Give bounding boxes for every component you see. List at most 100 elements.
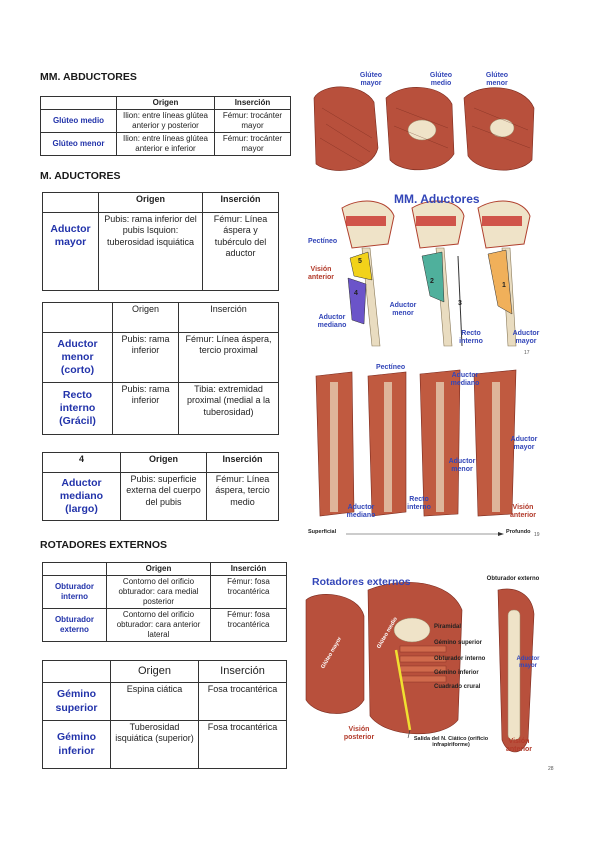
- insertion-cell: Fémur: trocánter mayor: [214, 132, 291, 156]
- label-aductor-mediano-bottom: Aductor mediano: [346, 504, 376, 519]
- row-label: Aductor mediano (largo): [42, 472, 121, 521]
- header-cell: [42, 562, 107, 576]
- row-label: Gémino inferior: [42, 720, 111, 769]
- table-row: Aductor mediano (largo) Pubis: superfici…: [42, 472, 279, 521]
- row-label: Aductor mayor: [42, 212, 99, 291]
- rotator-illustration: [305, 581, 535, 753]
- figure-title: MM. Aductores: [394, 192, 480, 206]
- label-cuadrado-crural: Cuadrado crural: [434, 684, 481, 690]
- table-geminos: Origen Inserción Gémino superior Espina …: [42, 660, 287, 769]
- table-row: Glúteo medio Ilion: entre líneas glútea …: [40, 109, 291, 133]
- row-label: Obturador interno: [42, 575, 107, 609]
- figure-aductores-esquema: MM. Aductores 5 4 2 3 1 Pectíneo Visión …: [302, 186, 546, 360]
- insertion-cell: Fémur: fosa trocantérica: [210, 608, 287, 642]
- table-header-row: Origen Inserción: [42, 660, 287, 683]
- row-label: Obturador externo: [42, 608, 107, 642]
- label-obturador-interno: Obturador interno: [434, 656, 486, 662]
- origin-cell: Pubis: superficie externa del cuerpo del…: [120, 472, 207, 521]
- insertion-cell: Fosa trocantérica: [198, 720, 287, 769]
- header-cell: [40, 96, 117, 110]
- header-cell: Inserción: [210, 562, 287, 576]
- figure-aductores-muslo: Pectíneo Aductor mediano Aductor mayor A…: [302, 362, 546, 542]
- insertion-cell: Fémur: trocánter mayor: [214, 109, 291, 133]
- label-vision-anterior: Visión anterior: [509, 504, 537, 519]
- header-cell: Origen: [98, 192, 203, 213]
- label-aductor-mediano-top: Aductor mediano: [450, 372, 480, 387]
- figure-title: Rotadores externos: [312, 576, 411, 588]
- origin-cell: Ilion: entre líneas glútea anterior e in…: [116, 132, 215, 156]
- origin-cell: Ilion: entre líneas glútea anterior y po…: [116, 109, 215, 133]
- table-row: Gémino superior Espina ciática Fosa troc…: [42, 682, 287, 721]
- label-aductor-mayor: Aductor mayor: [512, 330, 540, 345]
- thigh-illustration: [315, 369, 517, 536]
- page-number: 17: [524, 350, 530, 356]
- table-row: Recto interno (Grácil) Pubis: rama infer…: [42, 382, 279, 435]
- label-gluteo-mayor: Glúteo mayor: [359, 72, 383, 87]
- label-recto-interno: Recto interno: [459, 330, 483, 345]
- label-vision-posterior: Visión posterior: [343, 726, 375, 741]
- table-header-row: Origen Inserción: [42, 192, 279, 213]
- table-row: Glúteo menor Ilion: entre líneas glútea …: [40, 132, 291, 156]
- label-recto-interno: Recto interno: [407, 496, 431, 511]
- heading-abductores: MM. ABDUCTORES: [40, 71, 137, 83]
- page-number: 19: [534, 532, 540, 538]
- label-aductor-mayor: Aductor mayor: [510, 436, 538, 451]
- table-row: Obturador interno Contorno del orificio …: [42, 575, 287, 609]
- num-4: 4: [354, 290, 358, 297]
- table-obturadores: Origen Inserción Obturador interno Conto…: [42, 562, 287, 642]
- num-3: 3: [458, 300, 462, 307]
- axis-superficial: Superficial: [308, 529, 337, 535]
- origin-cell: Contorno del orificio obturador: cara an…: [106, 608, 211, 642]
- table-header-row: Origen Inserción: [40, 96, 291, 110]
- label-aductor-mediano: Aductor mediano: [317, 314, 347, 329]
- label-gluteo-menor: Glúteo menor: [485, 72, 509, 87]
- label-gemino-superior: Gémino superior: [434, 640, 483, 646]
- origin-cell: Pubis: rama inferior del pubis Isquion: …: [98, 212, 203, 291]
- insertion-cell: Fémur: Línea áspera, tercio medio: [206, 472, 279, 521]
- header-cell: Inserción: [178, 302, 279, 333]
- insertion-cell: Fémur: Línea áspera, tercio proximal: [178, 332, 279, 383]
- gluteal-illustration: [313, 86, 535, 171]
- row-label: Glúteo menor: [40, 132, 117, 156]
- label-vision-anterior: Visión anterior: [307, 266, 335, 281]
- figure-rotadores: Rotadores externos Obturador externo Pir…: [302, 570, 546, 770]
- figure-gluteos: Glúteo mayor Glúteo medio Glúteo menor: [302, 68, 546, 180]
- heading-aductores: M. ADUCTORES: [40, 170, 121, 182]
- header-cell: Inserción: [198, 660, 287, 683]
- insertion-cell: Tibia: extremidad proximal (medial a la …: [178, 382, 279, 435]
- header-cell: [42, 660, 111, 683]
- table-header-row: 4 Origen Inserción: [42, 452, 279, 473]
- table-row: Aductor menor (corto) Pubis: rama inferi…: [42, 332, 279, 383]
- num-5: 5: [358, 258, 362, 265]
- header-cell: Inserción: [214, 96, 291, 110]
- header-cell: 4: [42, 452, 121, 473]
- table-header-row: Origen Inserción: [42, 562, 287, 576]
- table-abductores: Origen Inserción Glúteo medio Ilion: ent…: [40, 96, 291, 156]
- adductor-diagram: [341, 200, 531, 347]
- header-cell: [42, 192, 99, 213]
- origin-cell: Espina ciática: [110, 682, 199, 721]
- heading-rotadores: ROTADORES EXTERNOS: [40, 539, 167, 551]
- table-row: Obturador externo Contorno del orificio …: [42, 608, 287, 642]
- table-row: Gémino inferior Tuberosidad isquiática (…: [42, 720, 287, 769]
- insertion-cell: Fosa trocantérica: [198, 682, 287, 721]
- table-aductor-mayor: Origen Inserción Aductor mayor Pubis: ra…: [42, 192, 279, 291]
- insertion-cell: Fémur: Línea áspera y tubérculo del aduc…: [202, 212, 279, 291]
- num-2: 2: [430, 278, 434, 285]
- header-cell: Inserción: [206, 452, 279, 473]
- origin-cell: Pubis: rama inferior: [112, 382, 179, 435]
- label-piramidal: Piramidal: [434, 624, 462, 630]
- table-aductor-menor-recto: Origen Inserción Aductor menor (corto) P…: [42, 302, 279, 435]
- header-cell: [42, 302, 113, 333]
- row-label: Recto interno (Grácil): [42, 382, 113, 435]
- insertion-cell: Fémur: fosa trocantérica: [210, 575, 287, 609]
- header-cell: Origen: [110, 660, 199, 683]
- header-cell: Inserción: [202, 192, 279, 213]
- header-cell: Origen: [120, 452, 207, 473]
- row-label: Gémino superior: [42, 682, 111, 721]
- label-pectineo: Pectíneo: [376, 364, 406, 371]
- label-aductor-menor: Aductor menor: [448, 458, 476, 473]
- label-gluteo-medio: Glúteo medio: [429, 72, 453, 87]
- label-vision-anterior: Visión anterior: [505, 738, 533, 753]
- label-aductor-menor: Aductor menor: [389, 302, 417, 317]
